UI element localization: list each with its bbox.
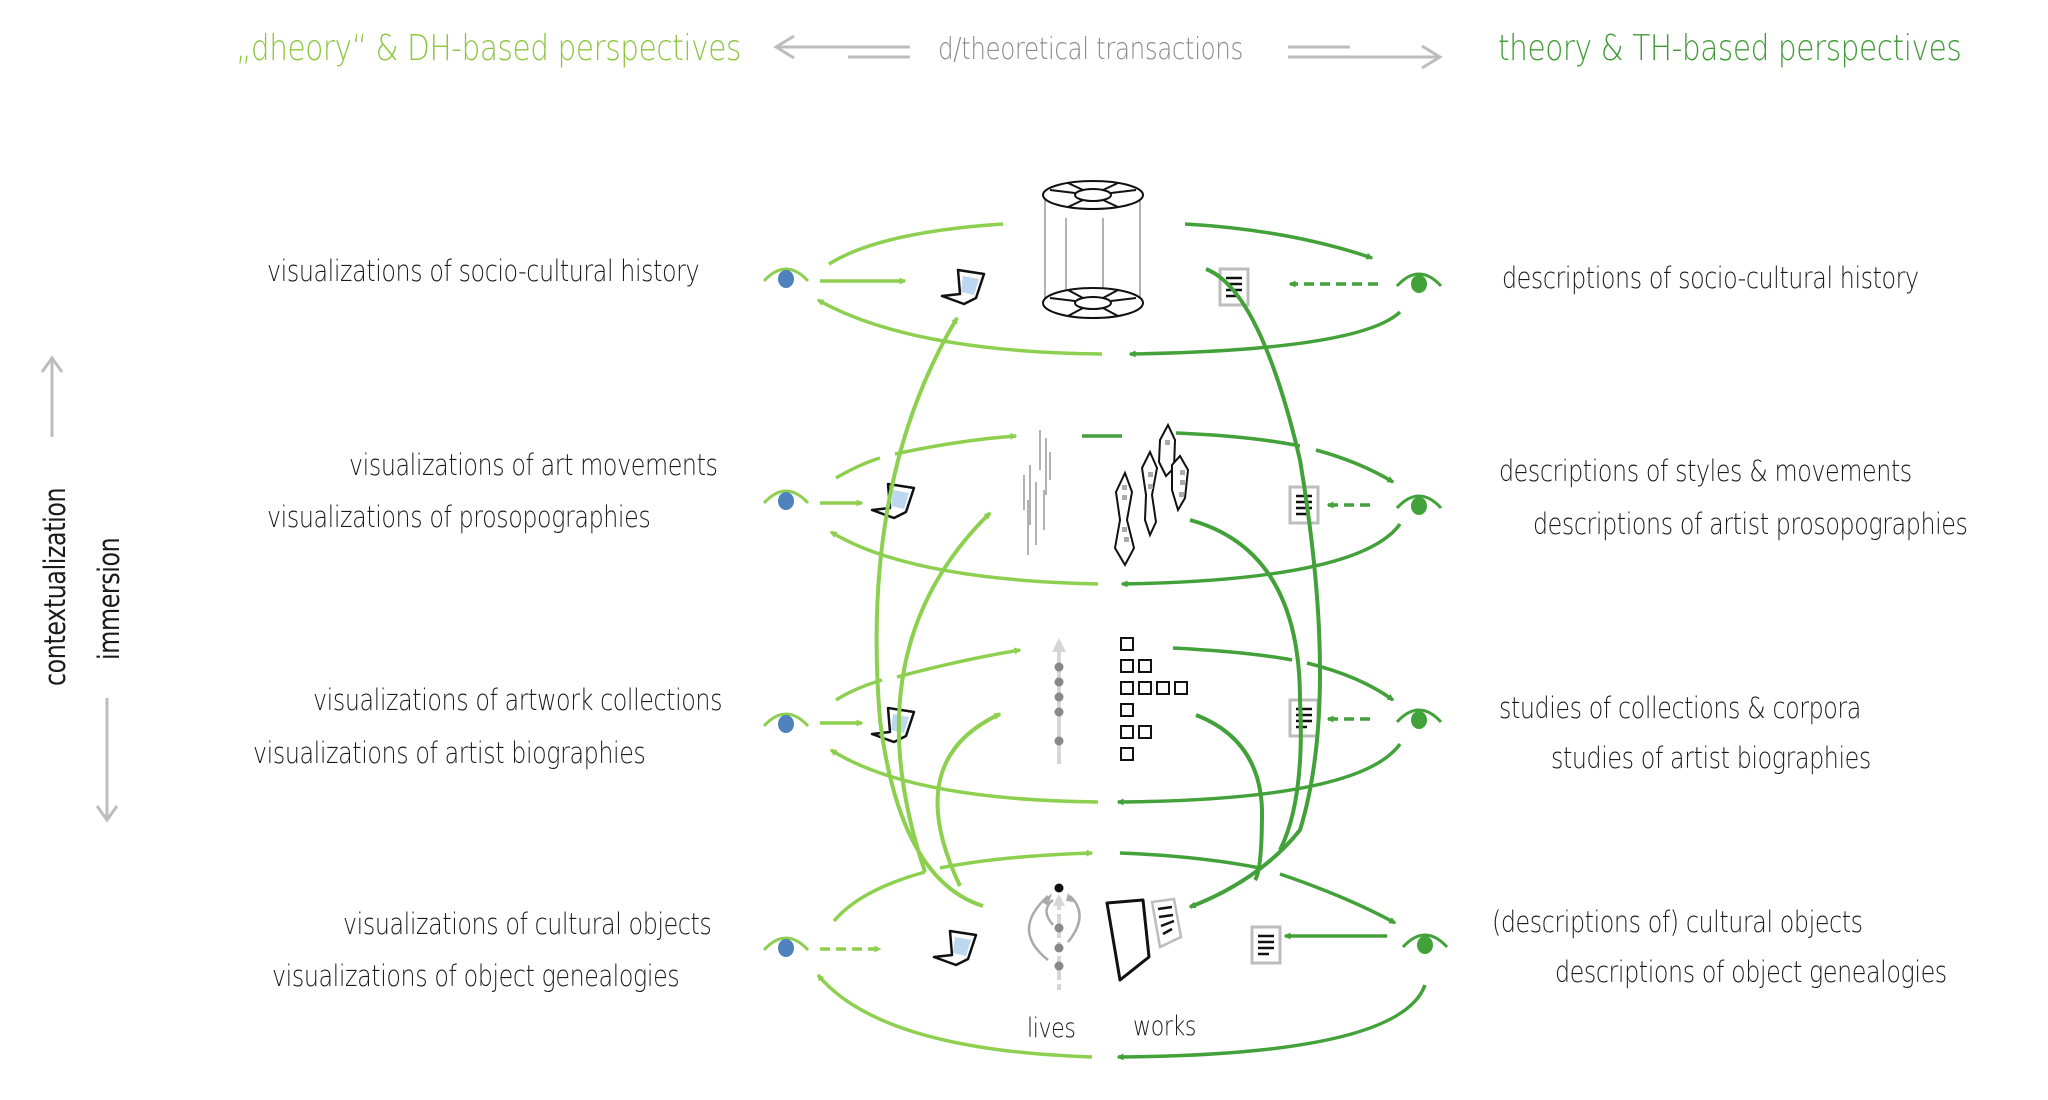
right-label-level-1: descriptions of socio-cultural history [1502,261,1919,295]
dh-eye-icon-level-3 [762,712,810,735]
dh-eye-icon-level-2 [762,489,810,512]
arc-to-level-3 [935,712,1002,887]
th-eye-icon-level-4 [1401,933,1449,956]
th-eye-icon-level-2 [1395,494,1443,517]
rotunda-archive-icon [1042,180,1144,319]
laptop-icon-level-4 [932,929,978,967]
th-perspectives-title: theory & TH-based perspectives [1498,28,1962,69]
left-label-level-2b: visualizations of prosopographies [267,500,651,534]
collection-grid-icon [1120,637,1188,761]
dh-eye-icon-level-1 [762,267,810,290]
left-label-level-4a: visualizations of cultural objects [343,907,712,941]
right-label-level-3b: studies of artist biographies [1551,741,1871,775]
document-icon-level-1 [1218,267,1250,307]
level-2-cycle [820,431,1402,588]
laptop-icon-level-1 [940,268,986,306]
transactions-title: d/theoretical transactions [938,32,1243,67]
level-4-cycle [816,849,1427,1061]
document-icon-level-4 [1250,925,1282,965]
level-1-cycle [816,222,1402,358]
cross-level-arcs [874,267,1322,909]
right-label-level-4a: (descriptions of) cultural objects [1492,905,1863,939]
artist-groups-icon [1113,422,1190,568]
lives-genealogy-icon [1027,883,1081,990]
dh-eye-icon-level-4 [762,936,810,959]
immersion-down-arrow [95,698,119,823]
left-label-level-1: visualizations of socio-cultural history [267,254,700,288]
header-left-arrow [773,34,910,60]
contextualization-up-arrow [40,355,64,437]
arc-to-level-2 [896,511,992,873]
arc-level-3-down [1195,713,1265,882]
right-label-level-4b: descriptions of object genealogies [1555,955,1947,989]
timeline-dots-icon [1052,638,1066,764]
arc-level-1-to-works [1188,267,1322,909]
th-eye-icon-level-1 [1395,272,1443,295]
left-label-level-4b: visualizations of object genealogies [272,959,680,993]
left-label-level-3a: visualizations of artwork collections [313,683,723,717]
left-label-level-3b: visualizations of artist biographies [253,736,646,770]
lives-caption: lives [1027,1013,1076,1044]
arc-level-2-down [1189,518,1303,851]
header-right-arrow [1288,44,1443,70]
right-label-level-3a: studies of collections & corpora [1499,691,1861,725]
right-label-level-2a: descriptions of styles & movements [1499,454,1912,488]
arc-lives-to-level-1 [874,316,984,908]
works-caption: works [1133,1011,1197,1042]
works-artwork-icon [1105,897,1183,982]
right-label-level-2b: descriptions of artist prosopographies [1533,507,1968,541]
left-label-level-2a: visualizations of art movements [349,448,718,482]
document-icon-level-3 [1288,698,1320,738]
th-eye-icon-level-3 [1395,708,1443,731]
dh-perspectives-title: „dheory“ & DH-based perspectives [236,28,741,69]
movement-streams-icon [1023,430,1051,555]
